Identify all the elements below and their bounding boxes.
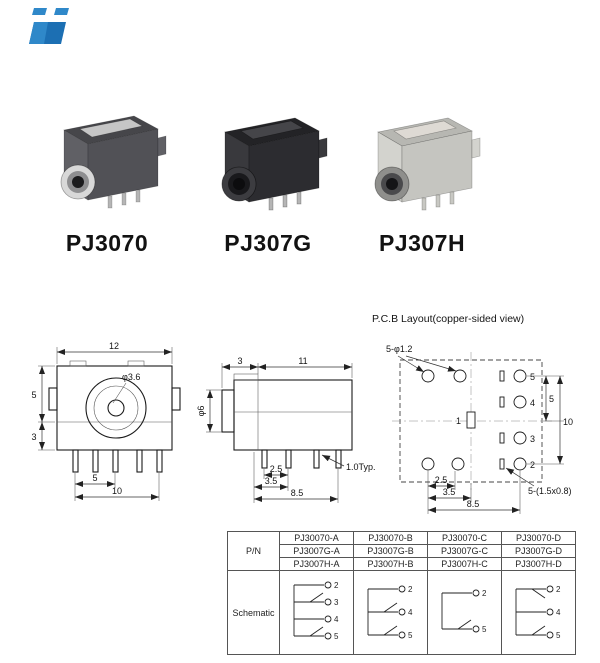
- front-dim-left-upper: 5: [31, 390, 36, 400]
- schematic-pin-label: 4: [556, 608, 561, 617]
- schematic-cell-b: 2 4 5: [353, 570, 428, 655]
- product-name-pj3070: PJ3070: [65, 230, 149, 256]
- pcb-pin-1: 1: [456, 416, 461, 426]
- product-photo-pj307g: [221, 117, 328, 211]
- drawing-front-view: 12 φ3.6 5 3 5 10: [31, 341, 181, 501]
- barrel-hole: [233, 178, 245, 190]
- logo-mark-large-highlight: [29, 22, 48, 44]
- part-number-cell: PJ30070-A: [279, 531, 354, 545]
- schematic-cell-a: 2 3 4 5: [279, 570, 354, 655]
- schematic-header: Schematic: [227, 570, 280, 655]
- pin: [268, 197, 274, 211]
- schematic-pin-label: 4: [408, 608, 413, 617]
- schematic-pin-label: 5: [556, 631, 561, 640]
- barrel-hole: [386, 178, 398, 190]
- schematic-c: 2 5: [441, 589, 487, 634]
- schematic-pin-label: 5: [408, 631, 413, 640]
- pn-header: P/N: [227, 531, 280, 571]
- logo-mark-small-2: [54, 8, 69, 15]
- pcb-dim-b2: 3.5: [443, 487, 456, 497]
- product-name-pj307g: PJ307G: [224, 230, 312, 256]
- pcb-layout-title: P.C.B Layout(copper-sided view): [372, 313, 524, 325]
- schematic-pin-label: 2: [482, 589, 487, 598]
- schematic-pin-label: 5: [482, 625, 487, 634]
- front-dim-pin-pitch: 5: [92, 473, 97, 483]
- pin: [421, 197, 427, 211]
- pcb-pin-5: 5: [530, 372, 535, 382]
- product-name-pj307h: PJ307H: [378, 230, 466, 256]
- pin: [435, 194, 441, 208]
- schematic-a: 2 3 4 5: [293, 581, 339, 641]
- drawing-side-view: 3 11 φ6 2.5 3.5 8.5 1.0Typ.: [196, 356, 376, 503]
- schematic-cell-c: 2 5: [427, 570, 502, 655]
- side-dim-front: 3: [237, 356, 242, 366]
- side-lever: [471, 137, 481, 159]
- product-photo-pj307h: [374, 117, 481, 211]
- front-dim-total: 10: [112, 486, 122, 496]
- schematic-pin-label: 5: [334, 632, 339, 641]
- schematic-pin-label: 3: [334, 598, 339, 607]
- side-dim-p1: 2.5: [270, 464, 283, 474]
- pin: [449, 191, 455, 205]
- logo: [29, 8, 69, 44]
- barrel-hole: [72, 176, 84, 188]
- schematic-d: 2 4 5: [515, 585, 561, 640]
- schematic-pin-label: 2: [556, 585, 561, 594]
- side-lever: [157, 135, 167, 157]
- schematic-pin-label: 4: [334, 615, 339, 624]
- side-lever: [318, 137, 328, 159]
- part-number-table: P/N PJ30070-A PJ30070-B PJ30070-C PJ3007…: [227, 531, 576, 655]
- part-number-cell: PJ30070-D: [501, 531, 576, 545]
- part-number-cell: PJ3007G-C: [427, 544, 502, 558]
- drawing-pcb-layout: P.C.B Layout(copper-sided view) 5 4 1 3: [372, 313, 573, 514]
- pcb-dim-b3: 8.5: [467, 499, 480, 509]
- side-dim-barrel: φ6: [196, 406, 206, 417]
- part-number-cell: PJ3007G-B: [353, 544, 428, 558]
- part-number-cell: PJ30070-C: [427, 531, 502, 545]
- side-note-pin-width: 1.0Typ.: [346, 462, 376, 472]
- pin: [135, 189, 141, 203]
- pcb-slots-note: 5-(1.5x0.8): [528, 486, 572, 496]
- front-dim-width: 12: [109, 341, 119, 351]
- pcb-dim-b1: 2.5: [435, 475, 448, 485]
- schematic-pin-label: 2: [334, 581, 339, 590]
- side-dim-p3: 8.5: [291, 488, 304, 498]
- pcb-pin-4: 4: [530, 398, 535, 408]
- schematic-pin-label: 2: [408, 585, 413, 594]
- side-dim-p2: 3.5: [265, 476, 278, 486]
- body-top-detail: [240, 120, 304, 140]
- part-number-cell: PJ30070-B: [353, 531, 428, 545]
- part-number-cell: PJ3007G-A: [279, 544, 354, 558]
- part-number-cell: PJ3007H-C: [427, 557, 502, 571]
- part-number-cell: PJ3007H-B: [353, 557, 428, 571]
- schematic-b: 2 4 5: [367, 585, 413, 640]
- part-number-cell: PJ3007H-D: [501, 557, 576, 571]
- pin: [296, 191, 302, 205]
- pcb-dim-right-outer: 10: [563, 417, 573, 427]
- technical-drawings: 12 φ3.6 5 3 5 10: [31, 313, 573, 514]
- pcb-holes-note: 5-φ1.2: [386, 344, 412, 354]
- pcb-pin-2: 2: [530, 460, 535, 470]
- part-number-cell: PJ3007H-A: [279, 557, 354, 571]
- pin: [121, 192, 127, 206]
- pin: [107, 195, 113, 209]
- front-dim-hole: φ3.6: [122, 372, 140, 382]
- side-dim-body: 11: [298, 356, 307, 366]
- pin: [282, 194, 288, 208]
- body-top-detail: [79, 118, 143, 138]
- pcb-pin-3: 3: [530, 434, 535, 444]
- logo-mark-small-1: [32, 8, 47, 15]
- product-photo-pj3070: [60, 115, 167, 209]
- body-top-detail: [393, 120, 457, 140]
- part-number-cell: PJ3007G-D: [501, 544, 576, 558]
- front-dim-left-lower: 3: [31, 432, 36, 442]
- pcb-dim-right-inner: 5: [549, 394, 554, 404]
- schematic-cell-d: 2 4 5: [501, 570, 576, 655]
